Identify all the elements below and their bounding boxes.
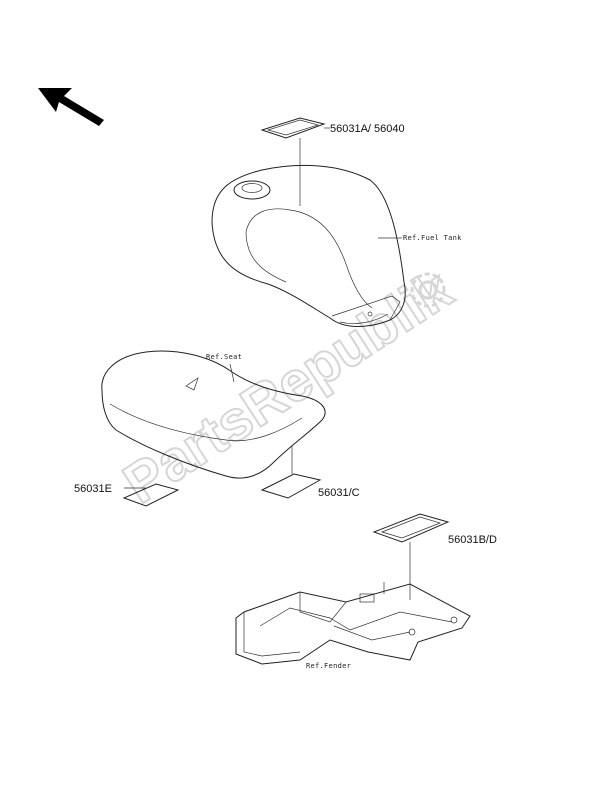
seat-decal-left xyxy=(122,483,180,507)
tank-label: 56031A/ 56040 xyxy=(330,123,405,135)
fender-ref: Ref.Fender xyxy=(306,662,351,670)
fuel-tank-ref: Ref.Fuel Tank xyxy=(403,234,462,242)
rear-fender xyxy=(235,582,471,665)
seat-label-left: 56031E xyxy=(74,483,112,495)
watermark-text: PartsRepublik xyxy=(112,257,463,515)
watermark: PartsRepublik xyxy=(111,256,464,516)
fuel-tank xyxy=(211,164,406,327)
seat-ref: Ref.Seat xyxy=(206,353,242,361)
seat xyxy=(101,350,326,479)
fender-decal xyxy=(372,513,450,600)
fender-label: 56031B/D xyxy=(448,534,497,546)
seat-decal-right xyxy=(260,446,322,499)
gear-icon xyxy=(410,272,446,308)
direction-arrow-icon xyxy=(38,88,104,126)
seat-label-right: 56031/C xyxy=(318,487,360,499)
tank-decal xyxy=(260,117,330,206)
